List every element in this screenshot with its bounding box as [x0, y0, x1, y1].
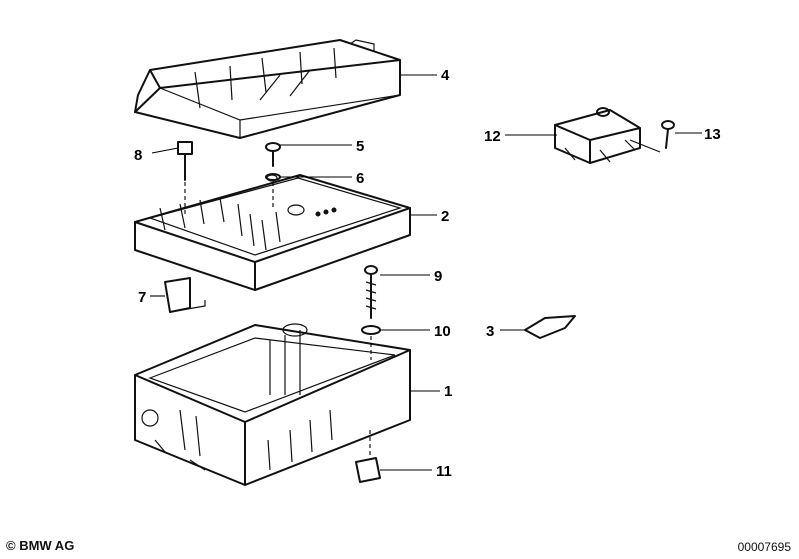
callout-3: 3: [486, 323, 494, 340]
part-screw-13: [661, 120, 675, 149]
callout-4: 4: [441, 67, 450, 84]
part-clip: [164, 277, 206, 313]
part-washer-6: [265, 173, 281, 210]
part-fuse: [524, 315, 576, 339]
part-fuse-carrier: [134, 174, 411, 291]
callout-1: 1: [444, 383, 452, 400]
document-number: 00007695: [737, 540, 791, 554]
part-relay-box: [554, 107, 661, 164]
part-screw-9: [364, 265, 378, 319]
callout-8: 8: [134, 147, 142, 164]
copyright-label: © BMW AG: [6, 538, 75, 553]
callout-7: 7: [138, 289, 146, 306]
callout-11: 11: [436, 463, 452, 480]
part-nut-11: [355, 430, 381, 483]
callout-13: 13: [704, 126, 721, 143]
callout-2: 2: [441, 208, 449, 225]
leader-lines: [150, 74, 702, 471]
callout-6: 6: [356, 170, 364, 187]
callout-9: 9: [434, 268, 442, 285]
part-cover: [134, 39, 401, 139]
part-base-housing: [134, 323, 411, 486]
callout-12: 12: [484, 128, 501, 145]
callout-5: 5: [356, 138, 364, 155]
part-screw-5: [265, 142, 281, 167]
callout-10: 10: [434, 323, 451, 340]
